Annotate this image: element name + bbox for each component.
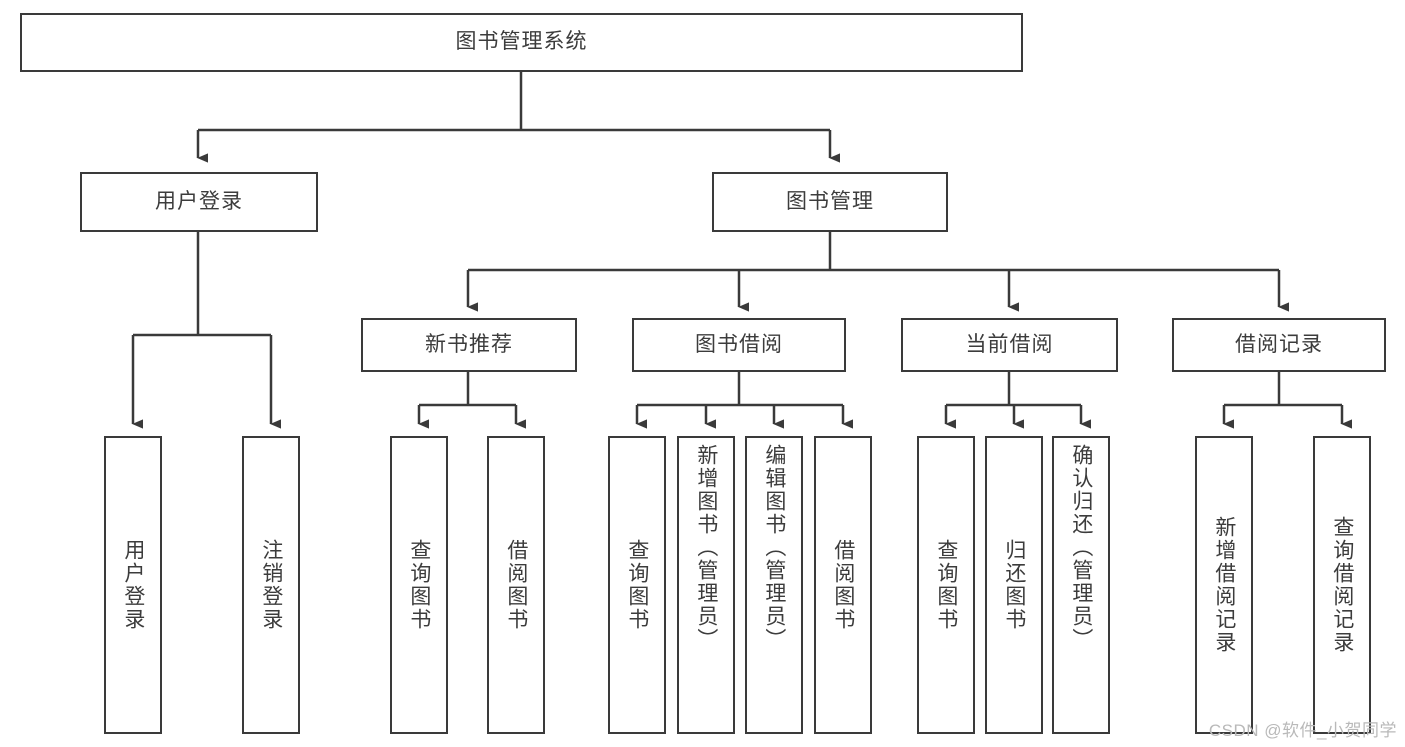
- node-leaf-query-books-3[interactable]: 查询图书: [917, 436, 975, 734]
- node-leaf-borrow-books-2[interactable]: 借阅图书: [814, 436, 872, 734]
- node-leaf-user-login[interactable]: 用户登录: [104, 436, 162, 734]
- node-leaf-add-borrow-record-label: 新增借阅记录: [1212, 516, 1236, 654]
- node-leaf-query-books-2[interactable]: 查询图书: [608, 436, 666, 734]
- node-user-login-label: 用户登录: [155, 189, 243, 213]
- node-leaf-user-login-label: 用户登录: [121, 539, 145, 631]
- node-leaf-edit-book-admin[interactable]: 编辑图书（管理员）: [745, 436, 803, 734]
- node-leaf-confirm-return-admin-label: 确认归还（管理员）: [1069, 444, 1093, 651]
- node-current-borrow[interactable]: 当前借阅: [901, 318, 1118, 372]
- node-borrow-record-label: 借阅记录: [1235, 332, 1323, 356]
- node-leaf-query-books-3-label: 查询图书: [934, 539, 958, 631]
- node-book-borrow[interactable]: 图书借阅: [632, 318, 846, 372]
- node-book-borrow-label: 图书借阅: [695, 332, 783, 356]
- node-leaf-borrow-books-1-label: 借阅图书: [504, 539, 528, 631]
- node-leaf-add-book-admin-label: 新增图书（管理员）: [694, 444, 718, 651]
- node-current-borrow-label: 当前借阅: [965, 332, 1054, 356]
- node-leaf-query-books-1[interactable]: 查询图书: [390, 436, 448, 734]
- node-book-manage[interactable]: 图书管理: [712, 172, 948, 232]
- node-user-login[interactable]: 用户登录: [80, 172, 318, 232]
- node-leaf-borrow-books-1[interactable]: 借阅图书: [487, 436, 545, 734]
- node-new-book-recommend[interactable]: 新书推荐: [361, 318, 577, 372]
- node-leaf-edit-book-admin-label: 编辑图书（管理员）: [762, 444, 786, 651]
- node-leaf-logout-login[interactable]: 注销登录: [242, 436, 300, 734]
- node-leaf-add-borrow-record[interactable]: 新增借阅记录: [1195, 436, 1253, 734]
- node-leaf-add-book-admin[interactable]: 新增图书（管理员）: [677, 436, 735, 734]
- node-root-label: 图书管理系统: [455, 30, 588, 54]
- node-book-manage-label: 图书管理: [786, 189, 874, 213]
- node-root[interactable]: 图书管理系统: [20, 13, 1023, 72]
- node-leaf-return-books-label: 归还图书: [1002, 539, 1026, 631]
- node-leaf-borrow-books-2-label: 借阅图书: [831, 539, 855, 631]
- node-leaf-confirm-return-admin[interactable]: 确认归还（管理员）: [1052, 436, 1110, 734]
- node-leaf-logout-login-label: 注销登录: [259, 539, 283, 631]
- node-leaf-query-books-1-label: 查询图书: [407, 539, 431, 631]
- node-new-book-recommend-label: 新书推荐: [425, 332, 513, 356]
- node-leaf-return-books[interactable]: 归还图书: [985, 436, 1043, 734]
- node-leaf-query-books-2-label: 查询图书: [625, 539, 649, 631]
- node-leaf-query-borrow-record-label: 查询借阅记录: [1330, 516, 1354, 654]
- node-borrow-record[interactable]: 借阅记录: [1172, 318, 1386, 372]
- node-leaf-query-borrow-record[interactable]: 查询借阅记录: [1313, 436, 1371, 734]
